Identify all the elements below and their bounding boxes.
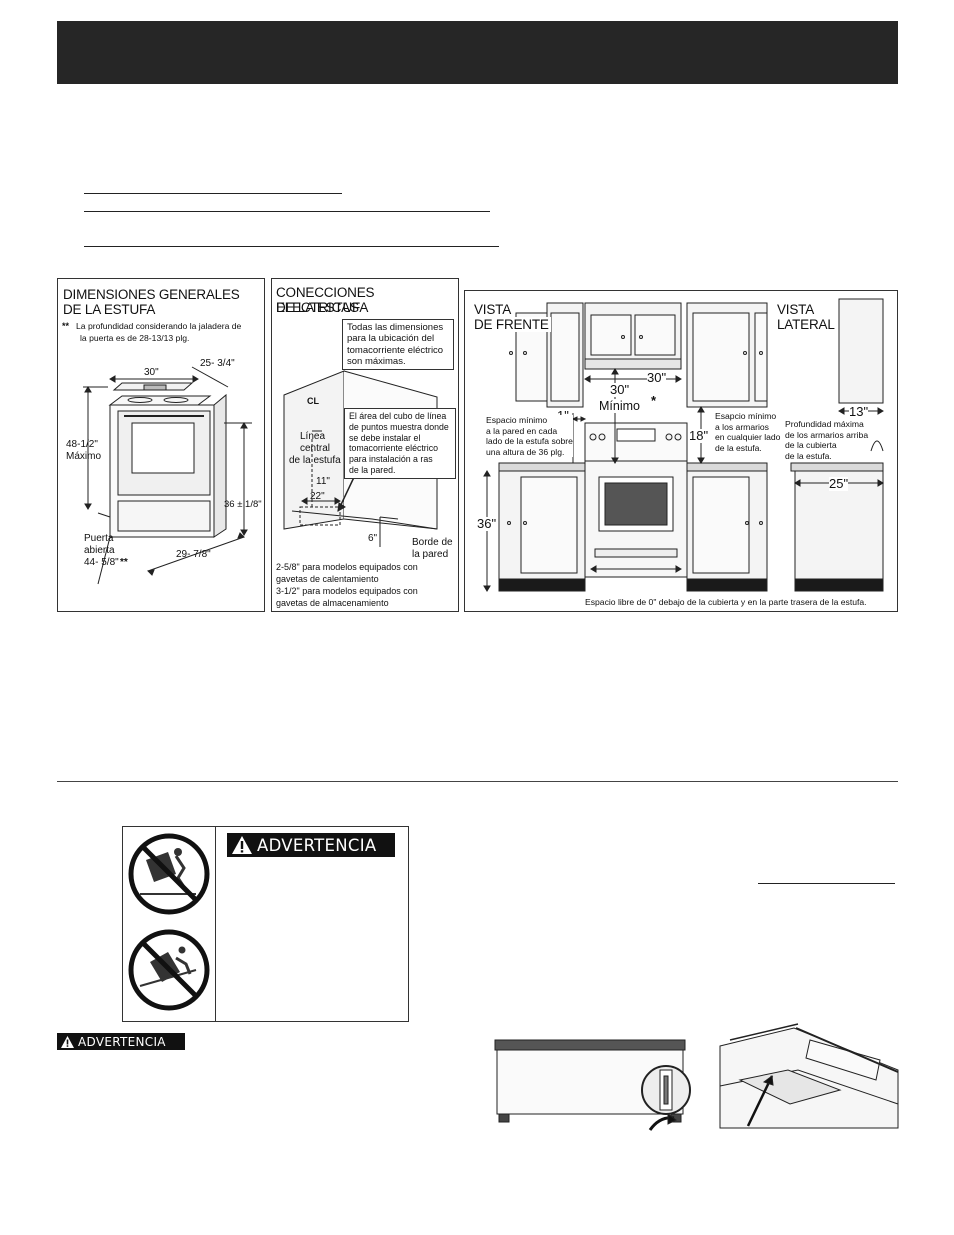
door-label-line1: Puerta [84,533,114,544]
warning-badge-small: ADVERTENCIA [57,1033,185,1050]
centerline-symbol: CL [307,396,319,406]
elec-note2-l4: tomacorriente eléctrico [349,443,438,454]
front-note-left-l2: a la pared en cada [486,425,558,436]
dim-36: 36" [477,516,497,531]
alert-triangle-icon [232,836,252,854]
front-note-left-l4: una altura de 36 plg. [486,446,565,457]
dim-counter-36: 36 ± 1/8" [224,499,262,510]
wall-edge-l1: Borde de [412,537,453,548]
side-note-l3: de la cubierta [785,440,837,451]
centerline-l3: de la estufa [289,455,341,466]
dim-height-label: Máximo [66,451,102,462]
front-note-left-l3: lado de la estufa sobre [486,436,573,447]
warning-box-divider [215,826,216,1022]
foot1-line1: 2-5/8" para modelos equipados con [276,562,418,572]
general-title-line2: DE LA ESTUFA [63,302,156,317]
door-stars: ** [120,557,128,568]
views-panel: VISTA DE FRENTE VISTA LATERAL 30" 30" Mí… [464,290,898,612]
section-divider [57,781,898,782]
dim-star: * [651,393,657,408]
general-note-line2: la puerta es de 28-13/13 plg. [80,333,190,343]
dim-22: 22" [310,491,325,502]
general-note-stars: ** [62,321,70,331]
warning-label-small: ADVERTENCIA [78,1034,166,1049]
elec-note2-l2: de puntos muestra donde [349,421,449,432]
side-view-line1: VISTA [777,302,815,317]
elec-note1-l1: Todas las dimensiones [347,322,444,333]
side-note: Profundidad máxima de los armarios arrib… [785,419,869,462]
general-note-line1: La profundidad considerando la jaladera … [76,321,242,331]
warning-label-large: ADVERTENCIA [257,835,377,855]
blank-line-2 [84,211,490,212]
dim-25: 25" [829,476,849,491]
dim-11: 11" [316,476,330,487]
dim-min-label: Mínimo [599,399,640,413]
side-note-l1: Profundidad máxima [785,419,864,429]
general-title-line1: DIMENSIONES GENERALES [63,287,240,302]
front-view-line2: DE FRENTE [474,317,551,332]
front-view-line1: VISTA [474,302,512,317]
electrical-title-line2: DE LA ESTUFA [276,300,369,315]
front-note-mid-l1: Esapcio mínimo [715,411,777,421]
blank-line-3 [84,246,499,247]
foot2-line1: 3-1/2" para modelos equipados con [276,586,418,596]
foot2-line2: gavetas de almacenamiento [276,598,389,608]
door-value: 44- 5/8" [84,557,119,568]
electrical-note-area: El área del cubo de línea de puntos mues… [344,408,456,479]
front-note-mid-l4: de la estufa. [715,442,762,453]
centerline-l2: central [300,443,331,454]
dim-13: 13" [849,404,869,419]
dim-6: 6" [368,533,378,544]
elec-note1-l2: para la ubicación del [347,333,435,345]
elec-note1-l4: son máximas. [347,355,406,367]
blank-line-4 [758,883,895,884]
front-note-mid-l2: a los armarios [715,421,769,432]
dim-bottom-29: 29- 7/8" [176,549,211,560]
electrical-note-max: Todas las dimensiones para la ubicación … [342,319,454,371]
front-note-left-l1: Espacio mínimo [486,415,548,425]
foot1-line2: gavetas de calentamiento [276,574,379,584]
electrical-panel: CONECCIONES ELECTRICAS DE LA ESTUFA Toda… [271,278,459,612]
dim-width-30: 30" [144,367,159,378]
side-note-l2: de los armarios arriba [785,429,869,440]
front-note-mid-l3: en cualquier lado [715,432,781,443]
dim-30-min: 30" [610,382,630,397]
dim-height-48: 48-1/2" [66,439,98,450]
dim-18: 18" [689,428,709,443]
electrical-title-line1: CONECCIONES ELECTRICAS [276,285,375,315]
centerline-l1: Línea [300,431,326,442]
dim-depth-25: 25- 3/4" [200,358,235,369]
elec-note2-l6: de la pared. [349,464,396,475]
general-dimensions-panel: DIMENSIONES GENERALES DE LA ESTUFA ** La… [57,278,265,612]
elec-note2-l1: El área del cubo de línea [349,411,447,421]
warning-badge-large: ADVERTENCIA [227,833,395,857]
alert-triangle-small-icon [61,1035,74,1048]
header-bar [57,21,898,84]
elec-note1-l3: tomacorriente eléctrico [347,344,444,356]
front-note-left: Espacio mínimo a la pared en cada lado d… [486,415,573,458]
range-drawing [83,366,252,585]
side-view-line2: LATERAL [777,317,835,332]
elec-note2-l3: se debe instalar el [349,432,421,443]
elec-note2-l5: para instalación a ras [349,454,433,465]
clearance-note: Espacio libre de 0" debajo de la cubiert… [585,597,867,607]
front-note-mid: Esapcio mínimo a los armarios en cualqui… [715,411,781,454]
blank-line-1 [84,193,342,194]
anti-tip-warning-box [122,826,409,1022]
wall-edge-l2: la pared [412,549,449,560]
door-label-line2: abierta [84,545,115,556]
dim-30-wide: 30" [647,370,667,385]
side-note-l4: de la estufa. [785,450,832,461]
